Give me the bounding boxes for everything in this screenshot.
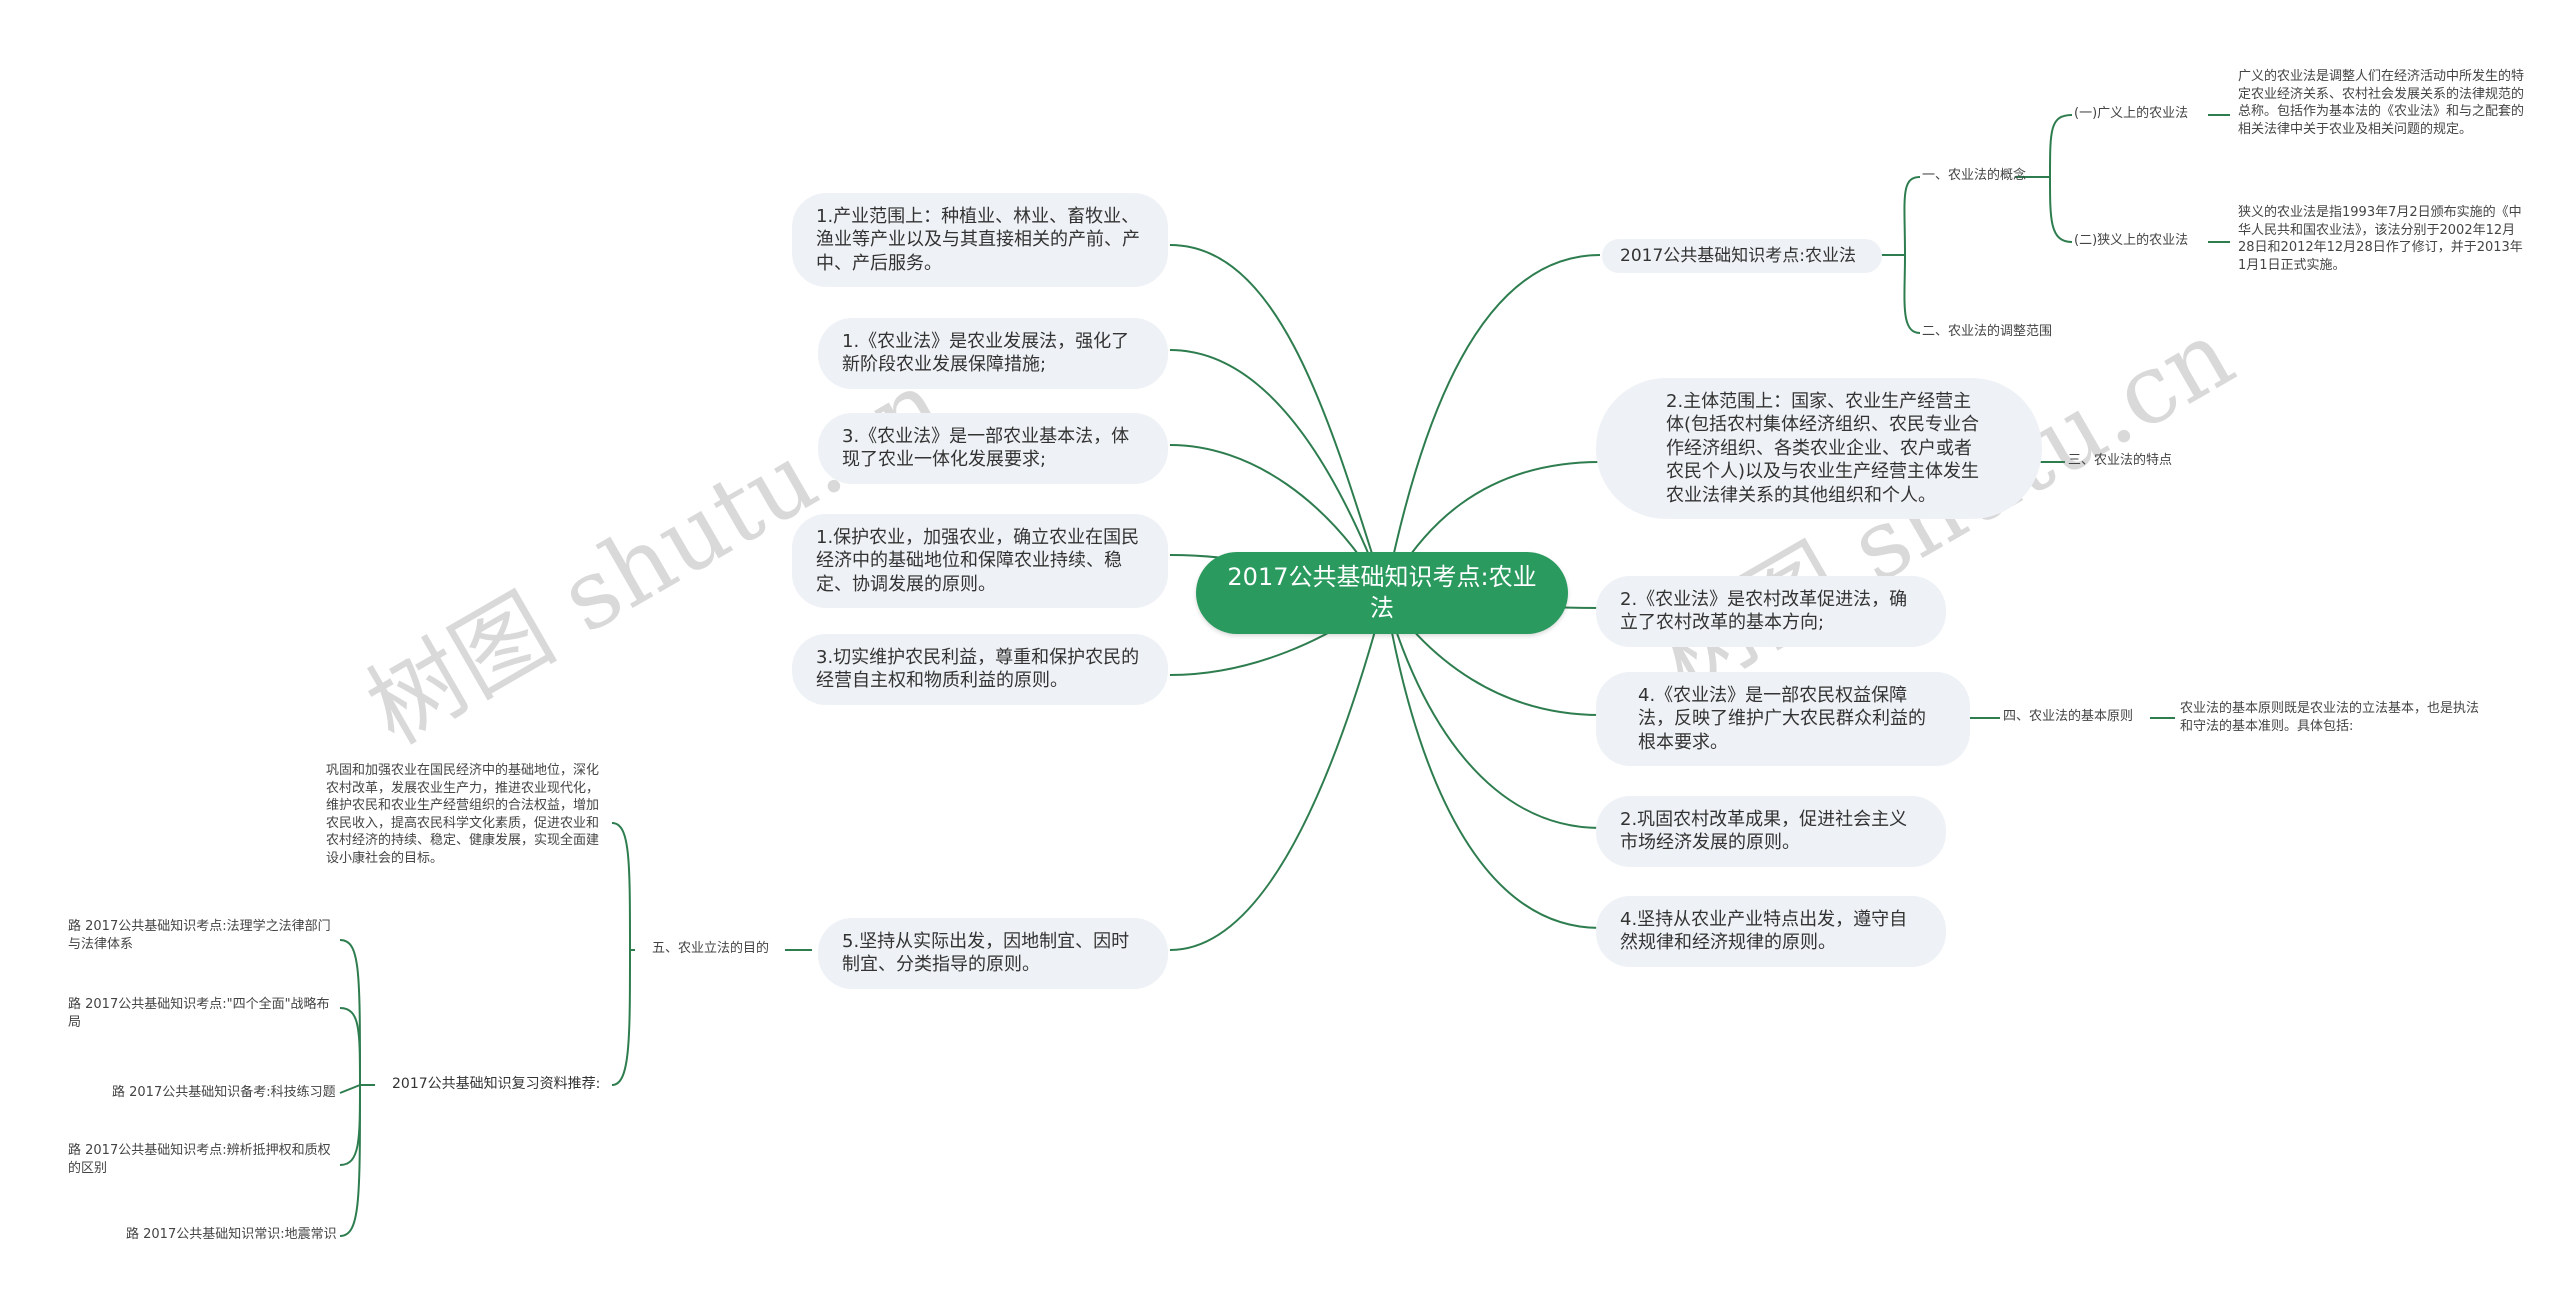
purpose-text: 巩固和加强农业在国民经济中的基础地位，深化农村改革，发展农业生产力，推进农业现代…	[326, 763, 600, 866]
narrow-text: 狭义的农业法是指1993年7月2日颁布实施的《中华人民共和国农业法》，该法分别于…	[2238, 205, 2523, 273]
recommend-item-4[interactable]: 路 2017公共基础知识考点:辨析抵押权和质权的区别	[68, 1143, 331, 1176]
right-node-5[interactable]: 2.巩固农村改革成果，促进社会主义市场经济发展的原则。	[1596, 796, 1946, 867]
left-node-3[interactable]: 3.《农业法》是一部农业基本法，体现了农业一体化发展要求;	[818, 413, 1168, 484]
left-node-2[interactable]: 1.《农业法》是农业发展法，强化了新阶段农业发展保障措施;	[818, 318, 1168, 389]
left-node-6[interactable]: 5.坚持从实际出发，因地制宜、因时制宜、分类指导的原则。	[818, 918, 1168, 989]
recommend-item-5[interactable]: 路 2017公共基础知识常识:地震常识	[126, 1227, 337, 1242]
narrow-label[interactable]: (二)狭义上的农业法	[2074, 233, 2189, 248]
principles-text: 农业法的基本原则既是农业法的立法基本，也是执法和守法的基本准则。具体包括:	[2180, 701, 2480, 734]
left-node-5[interactable]: 3.切实维护农民利益，尊重和保护农民的经营自主权和物质利益的原则。	[792, 634, 1168, 705]
broad-label[interactable]: (一)广义上的农业法	[2074, 106, 2189, 121]
purpose-label[interactable]: 五、农业立法的目的	[652, 941, 770, 956]
broad-text: 广义的农业法是调整人们在经济活动中所发生的特定农业经济关系、农村社会发展关系的法…	[2238, 69, 2525, 137]
center-node[interactable]: 2017公共基础知识考点:农业法	[1196, 552, 1568, 635]
right-node-4[interactable]: 4.《农业法》是一部农民权益保障法，反映了维护广大农民群众利益的根本要求。	[1596, 672, 1970, 767]
right-node-3[interactable]: 2.《农业法》是农村改革促进法，确立了农村改革的基本方向;	[1596, 576, 1946, 647]
right-node-6[interactable]: 4.坚持从农业产业特点出发，遵守自然规律和经济规律的原则。	[1596, 896, 1946, 967]
right-node-2[interactable]: 2.主体范围上：国家、农业生产经营主体(包括农村集体经济组织、农民专业合作经济组…	[1596, 378, 2042, 519]
recommend-label[interactable]: 2017公共基础知识复习资料推荐:	[392, 1076, 601, 1092]
recommend-item-3[interactable]: 路 2017公共基础知识备考:科技练习题	[112, 1085, 336, 1100]
principles-label[interactable]: 四、农业法的基本原则	[2003, 709, 2134, 724]
recommend-item-2[interactable]: 路 2017公共基础知识考点:"四个全面"战略布局	[68, 997, 330, 1030]
scope-label[interactable]: 二、农业法的调整范围	[1922, 324, 2053, 339]
recommend-item-1[interactable]: 路 2017公共基础知识考点:法理学之法律部门与法律体系	[68, 919, 331, 952]
right-node-1[interactable]: 2017公共基础知识考点:农业法	[1602, 239, 1882, 274]
left-node-1[interactable]: 1.产业范围上：种植业、林业、畜牧业、渔业等产业以及与其直接相关的产前、产中、产…	[792, 193, 1168, 288]
left-node-4[interactable]: 1.保护农业，加强农业，确立农业在国民经济中的基础地位和保障农业持续、稳定、协调…	[792, 514, 1168, 609]
concept-label[interactable]: 一、农业法的概念	[1922, 168, 2027, 183]
features-label[interactable]: 三、农业法的特点	[2068, 453, 2173, 468]
